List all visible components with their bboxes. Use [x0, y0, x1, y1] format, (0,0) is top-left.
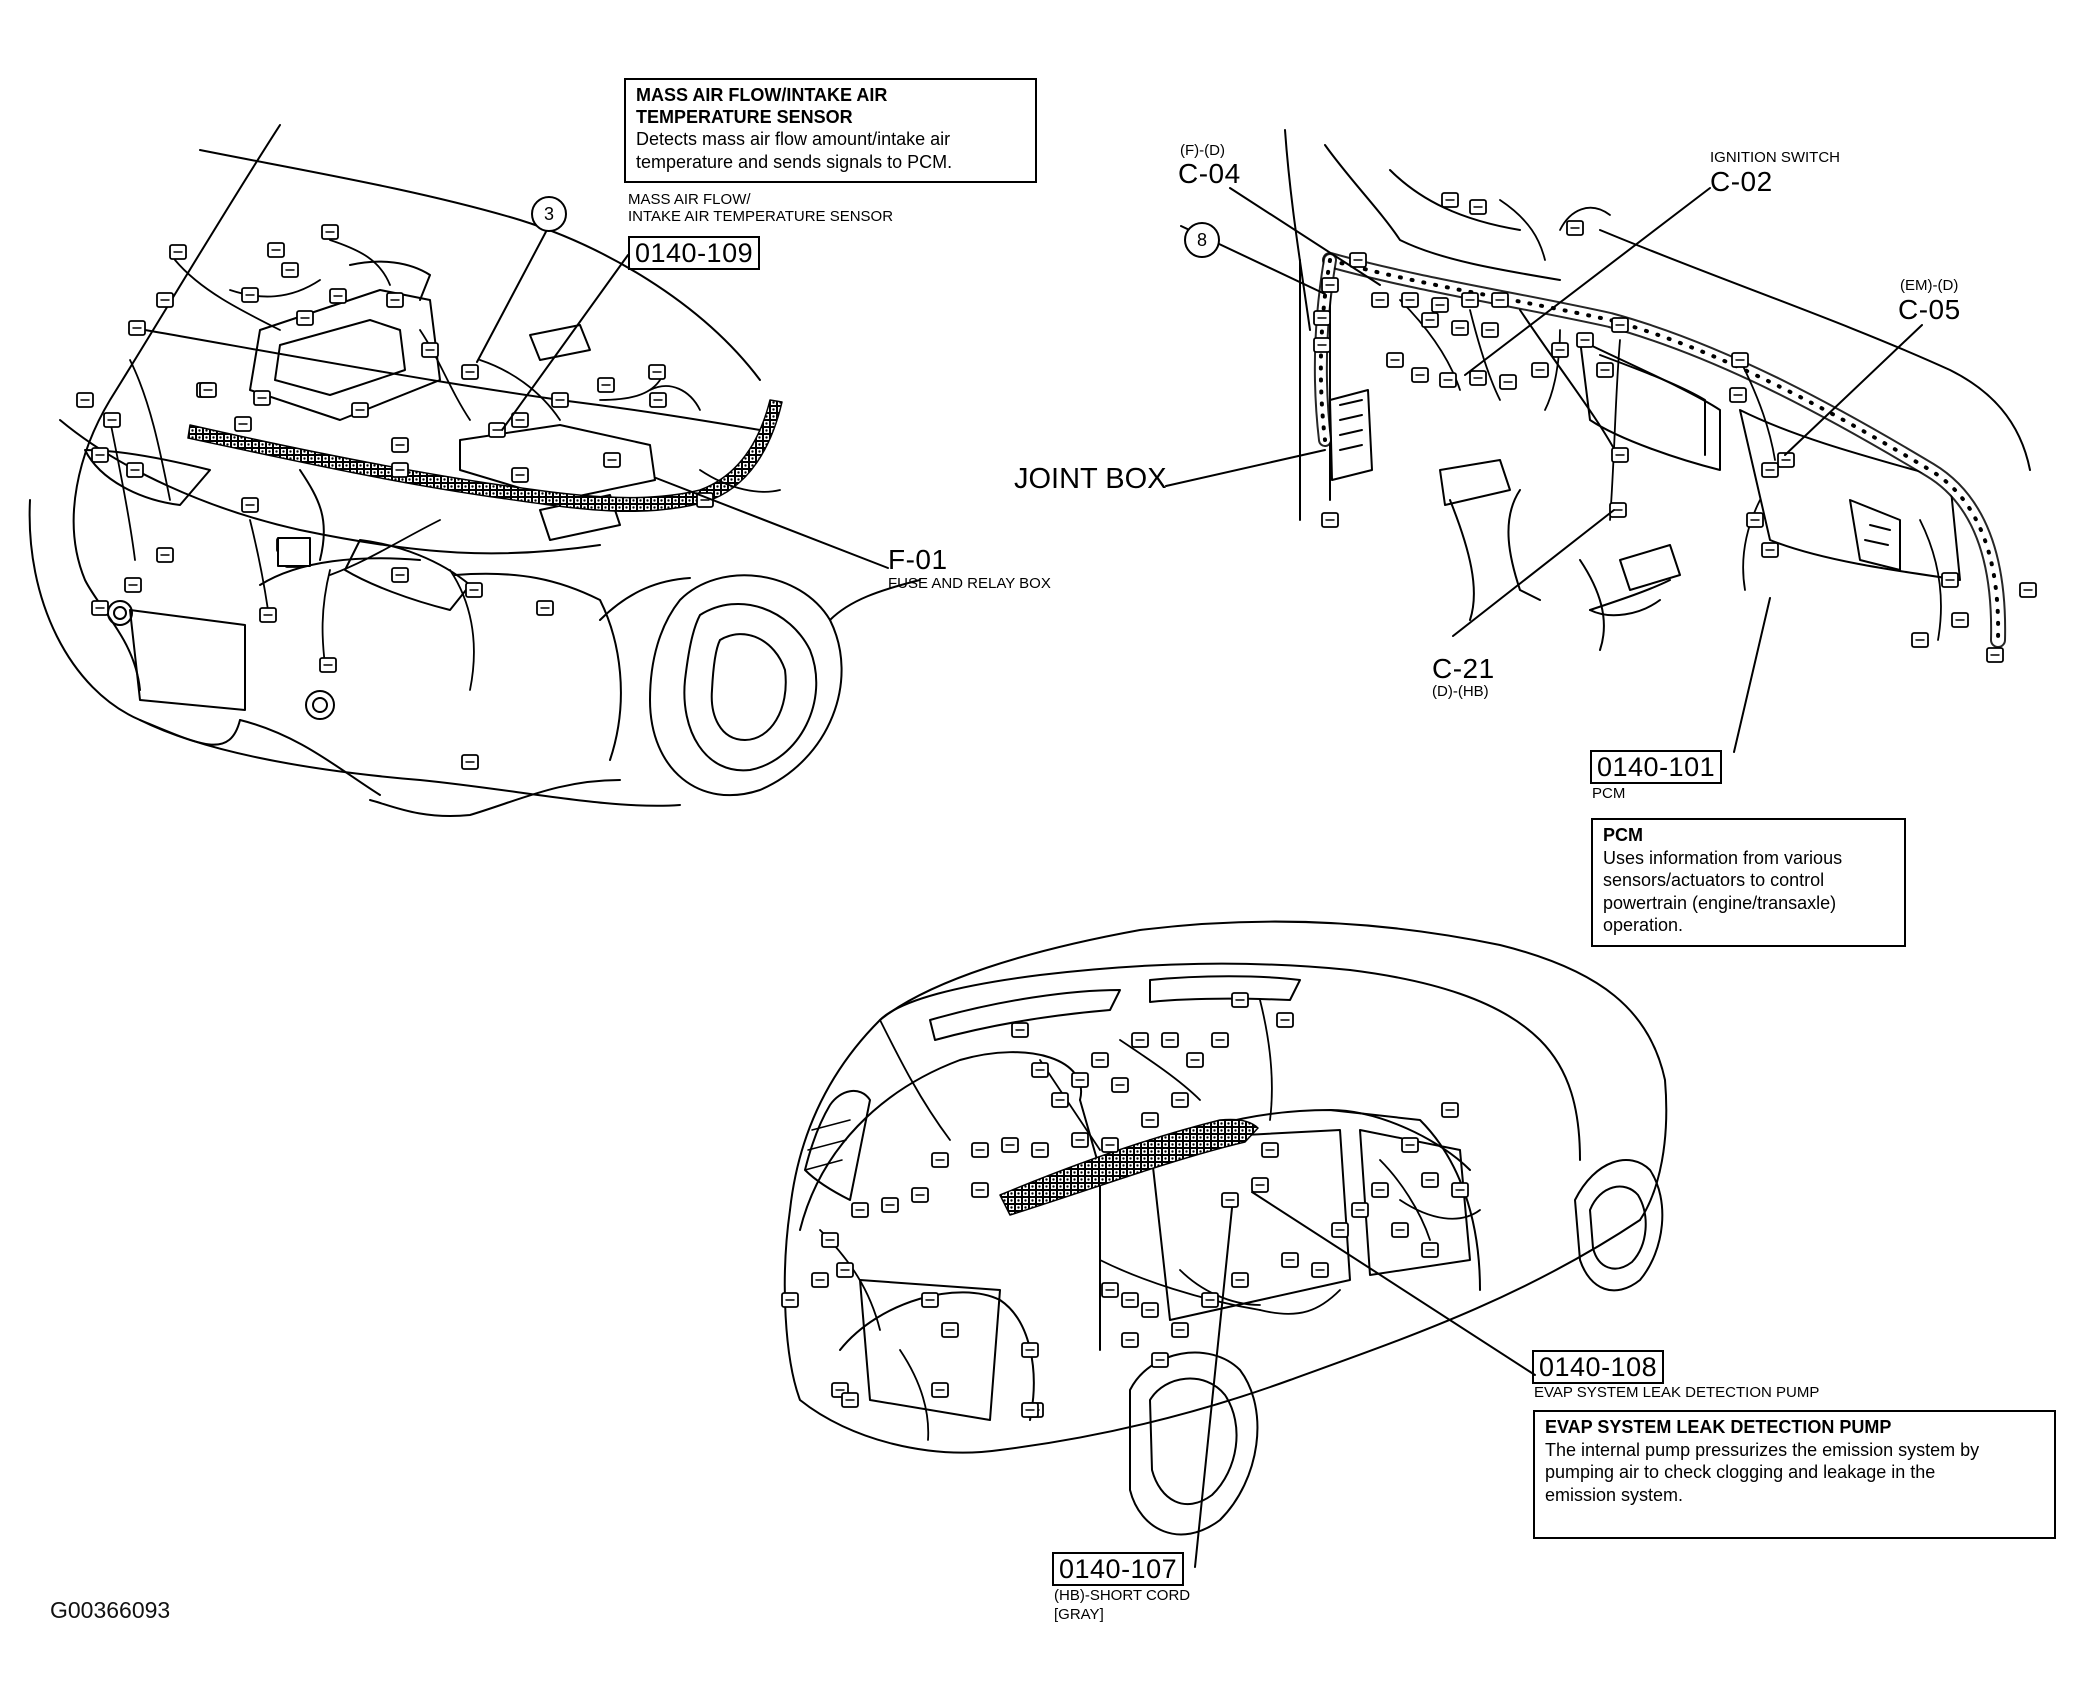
figure-id: G00366093	[50, 1597, 171, 1623]
engine-compartment-view	[28, 124, 921, 817]
evap-component-code: 0140-108	[1532, 1350, 1665, 1385]
callout-3: 3	[531, 196, 567, 232]
f01-caption: FUSE AND RELAY BOX	[888, 575, 1051, 592]
callout-8: 8	[1184, 222, 1220, 258]
short-cord-component-code: 0140-107	[1052, 1552, 1185, 1587]
minivan-view	[781, 920, 1668, 1568]
joint-box-label: JOINT BOX	[1014, 463, 1167, 495]
f01-code: F-01	[888, 544, 948, 575]
c21-suffix: (D)-(HB)	[1432, 683, 1489, 700]
c04-code: C-04	[1178, 158, 1241, 189]
evap-description-body: The internal pump pressurizes the emissi…	[1545, 1439, 1980, 1505]
evap-caption: EVAP SYSTEM LEAK DETECTION PUMP	[1534, 1384, 1820, 1401]
pcm-description-title: PCM	[1603, 825, 1643, 845]
maf-description-title: MASS AIR FLOW/INTAKE AIR TEMPERATURE SEN…	[636, 85, 888, 127]
dashboard-view	[1165, 129, 2037, 753]
evap-description-title: EVAP SYSTEM LEAK DETECTION PUMP	[1545, 1417, 1892, 1437]
c21-code: C-21	[1432, 653, 1495, 684]
maf-caption: MASS AIR FLOW/ INTAKE AIR TEMPERATURE SE…	[628, 191, 894, 225]
c04-prefix: (F)-(D)	[1180, 142, 1225, 159]
short-cord-caption: (HB)-SHORT CORD	[1054, 1587, 1191, 1604]
c05-prefix: (EM)-(D)	[1900, 277, 1959, 294]
maf-component-code: 0140-109	[628, 236, 761, 271]
maf-description-box: MASS AIR FLOW/INTAKE AIR TEMPERATURE SEN…	[624, 78, 1037, 184]
pcm-component-code: 0140-101	[1590, 750, 1723, 785]
c02-code: C-02	[1710, 166, 1773, 197]
evap-description-box: EVAP SYSTEM LEAK DETECTION PUMP The inte…	[1533, 1410, 2056, 1539]
pcm-description-box: PCM Uses information from various sensor…	[1591, 818, 1906, 947]
c02-caption: IGNITION SWITCH	[1710, 149, 1840, 166]
pcm-caption: PCM	[1592, 785, 1626, 802]
c05-code: C-05	[1898, 294, 1961, 325]
short-cord-color: [GRAY]	[1054, 1606, 1104, 1623]
maf-description-body: Detects mass air flow amount/intake air …	[636, 129, 953, 172]
pcm-description-body: Uses information from various sensors/ac…	[1603, 847, 1843, 936]
